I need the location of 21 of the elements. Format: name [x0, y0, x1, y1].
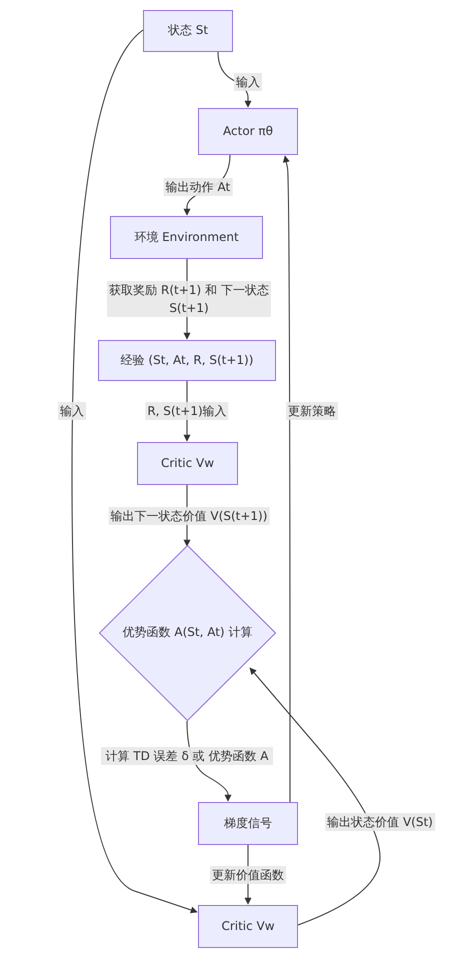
- process-box: Critic Vw: [198, 905, 298, 948]
- process-box: Actor πθ: [198, 108, 298, 155]
- arrow: [72, 30, 198, 914]
- decision-diamond: 优势函数 A(St, At) 计算: [99, 545, 276, 721]
- edge-label: 输出下一状态价值 V(S(t+1)): [108, 507, 270, 525]
- arrow: [250, 667, 380, 926]
- process-box: 环境 Environment: [110, 216, 263, 259]
- edge-label: 更新策略: [286, 402, 338, 420]
- edge-label: 输入: [58, 402, 86, 420]
- process-box: 状态 St: [143, 10, 233, 52]
- process-box: Critic Vw: [137, 442, 238, 485]
- process-box: 经验 (St, At, R, S(t+1)): [98, 340, 276, 381]
- edge-label: R, S(t+1)输入: [145, 402, 229, 420]
- arrow: [282, 155, 290, 802]
- edge-label: 输出动作 At: [164, 178, 232, 196]
- edge-label: 更新价值函数: [210, 866, 286, 884]
- edge-label: 输出状态价值 V(St): [325, 813, 435, 831]
- edge-label: 输入: [234, 73, 262, 91]
- edge-label: 获取奖励 R(t+1) 和 下一状态 S(t+1): [107, 281, 271, 317]
- edge-label: 计算 TD 误差 δ 或 优势函数 A: [101, 747, 273, 765]
- process-box: 梯度信号: [198, 802, 298, 845]
